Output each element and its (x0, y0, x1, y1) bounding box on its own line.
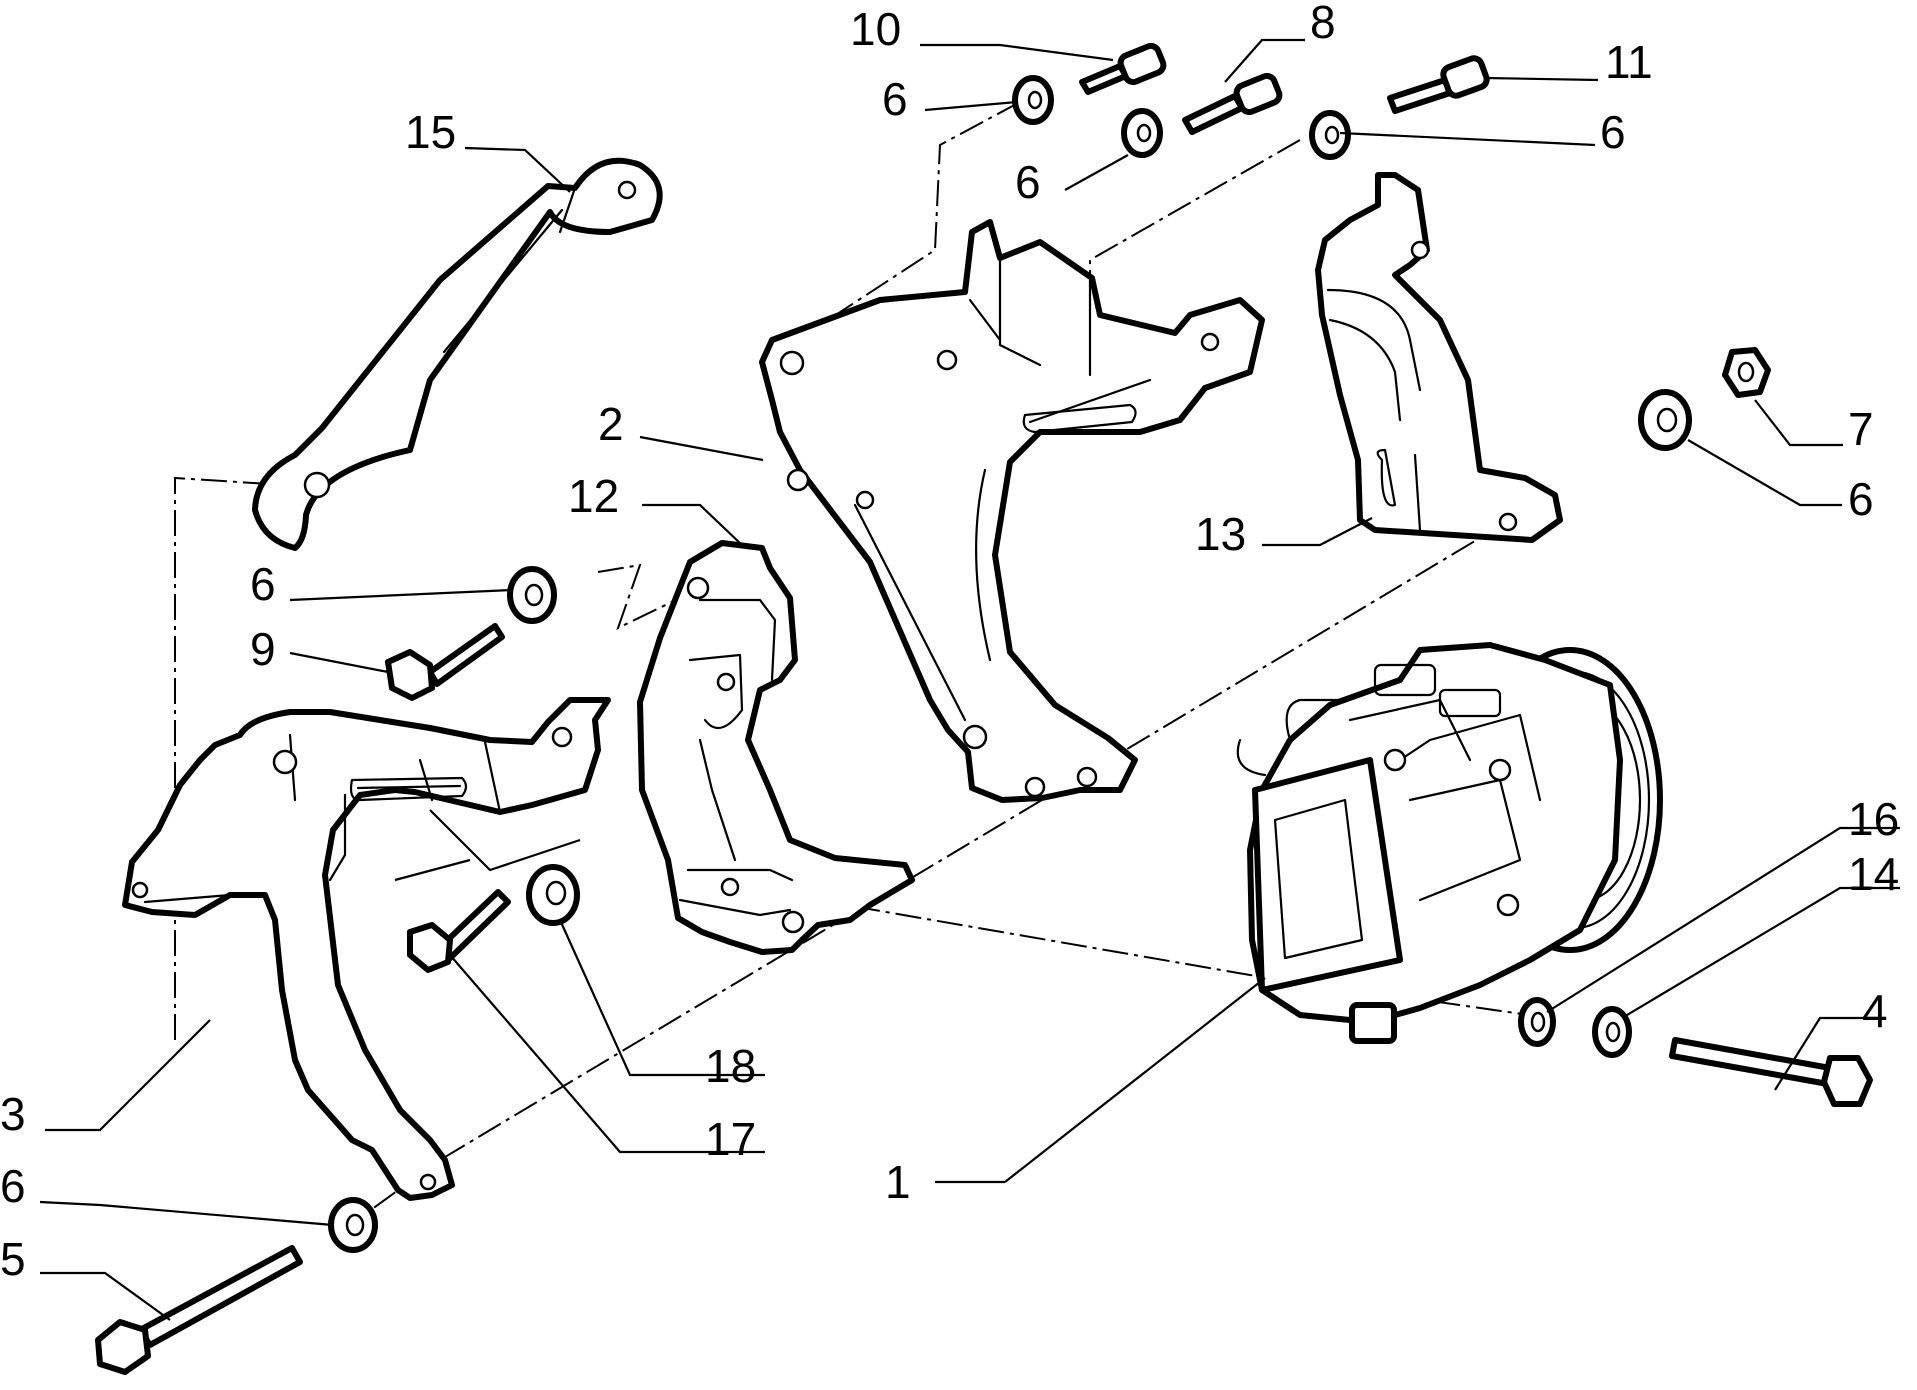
bolt-part-10 (1079, 42, 1167, 95)
washer-part-6-b (1121, 108, 1163, 158)
callout-13: 13 (1195, 508, 1246, 560)
leader-lines (39, 38, 1900, 1321)
bolt-part-11 (1387, 55, 1490, 114)
callout-6-right: 6 (1848, 473, 1874, 525)
compressor-part-1 (1236, 642, 1663, 1044)
callout-6-top-right: 6 (1600, 106, 1626, 158)
bracket-part-12 (637, 540, 915, 955)
washer-part-16 (1518, 997, 1556, 1047)
callout-3: 3 (0, 1088, 26, 1140)
nut-part-7 (1722, 347, 1771, 398)
callout-6-top-left: 6 (882, 73, 908, 125)
callout-12: 12 (568, 470, 619, 522)
callout-4: 4 (1862, 985, 1888, 1037)
washer-part-6-c (1309, 110, 1351, 160)
main-bracket-part-2 (759, 219, 1265, 803)
callout-11: 11 (1605, 36, 1653, 88)
lower-bracket-part-3 (122, 697, 611, 1201)
bolt-part-8 (1182, 72, 1283, 135)
callout-18: 18 (705, 1040, 756, 1092)
washer-part-6-d (1638, 389, 1692, 451)
bolt-part-9 (385, 623, 505, 701)
washer-part-6-a (1012, 75, 1054, 125)
spacer-part-18 (526, 864, 580, 926)
washer-part-14 (1592, 1006, 1632, 1058)
callout-15: 15 (405, 106, 456, 158)
callout-6-bottom-left: 6 (0, 1160, 26, 1212)
callout-16: 16 (1848, 793, 1899, 845)
callout-2: 2 (598, 398, 624, 450)
bolt-part-17 (407, 889, 511, 973)
bolt-part-5 (95, 1245, 303, 1375)
callouts: 1 2 3 4 5 6 6 6 6 6 6 7 8 9 10 11 12 13 … (0, 0, 1899, 1285)
bolt-part-4 (1669, 1037, 1873, 1107)
callout-7: 7 (1848, 403, 1874, 455)
washer-part-6-e (507, 566, 557, 624)
stay-rod-part-15 (252, 157, 663, 551)
callout-5: 5 (0, 1233, 26, 1285)
callout-6-top-middle: 6 (1015, 156, 1041, 208)
callout-6-mid-left: 6 (250, 558, 276, 610)
washer-part-6-f (328, 1197, 378, 1253)
callout-14: 14 (1848, 848, 1899, 900)
callout-17: 17 (705, 1113, 756, 1165)
callout-9: 9 (250, 623, 276, 675)
bracket-part-13 (1315, 172, 1563, 543)
callout-8: 8 (1310, 0, 1336, 48)
callout-1: 1 (885, 1156, 911, 1208)
callout-10: 10 (850, 3, 901, 55)
